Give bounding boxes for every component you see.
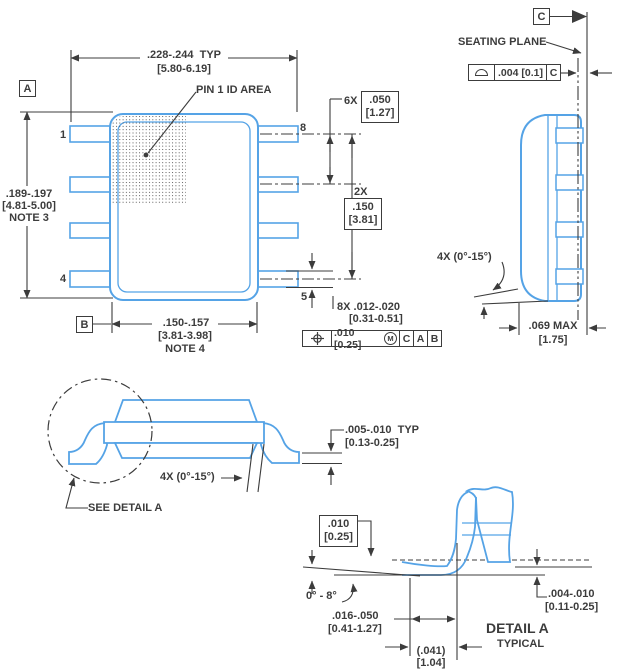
profile-tolerance-value: .004 [0.1]: [494, 65, 546, 80]
position-symbol-icon: [303, 331, 331, 346]
gauge-mm: [0.25]: [324, 531, 353, 544]
span-in: .150: [352, 201, 374, 213]
datum-b-box: B: [76, 316, 93, 333]
see-detail-a-label: SEE DETAIL A: [88, 502, 163, 514]
pitch-qty-label: 6X: [344, 95, 358, 107]
pitch-basic-dim-box: .050 [1.27]: [361, 91, 399, 124]
datum-a-box: A: [19, 80, 36, 97]
dim-lead-width-in: 8X .012-.020: [337, 301, 400, 313]
pin-number-1: 1: [60, 129, 67, 141]
position-tolerance-frame: .010 [0.25] M C A B: [302, 327, 442, 351]
tolerance-text: .010 [0.25]: [334, 326, 362, 351]
datum-ref-b: B: [427, 331, 441, 346]
span-mm: [3.81]: [348, 214, 378, 227]
detail-a-title: DETAIL A: [486, 620, 549, 636]
pin-number-4: 4: [60, 273, 67, 285]
top-view-geometry: [20, 50, 361, 333]
dim-standoff-mm: [0.11-0.25]: [545, 601, 599, 613]
pitch-in: .050: [369, 94, 391, 106]
profile-tolerance-frame: .004 [0.1] C: [468, 64, 561, 81]
span-qty-label: 2X: [353, 186, 369, 199]
pin-number-8: 8: [300, 122, 307, 134]
dim-lead-ref-mm: [1.04]: [416, 657, 446, 669]
seating-plane-label: SEATING PLANE: [458, 36, 547, 48]
dim-lead-thickness-in: .005-.010 TYP: [345, 424, 419, 436]
dim-height-max-in: .069 MAX: [528, 320, 578, 332]
dim-body-length-in: .189-.197: [0, 188, 59, 201]
dim-body-width-mm: [3.81-3.98]: [158, 330, 212, 342]
datum-c-box: C: [533, 8, 550, 25]
dim-body-length-mm: [4.81-5.00]: [0, 200, 59, 213]
gauge-plane-dim-box: .010 [0.25]: [319, 515, 358, 548]
span-basic-dim-box: .150 [3.81]: [344, 198, 382, 231]
detail-a-geometry: [302, 486, 592, 660]
dim-lead-width-mm: [0.31-0.51]: [349, 313, 403, 325]
foot-angle-label: 0° - 8°: [306, 590, 337, 602]
dim-body-width-note: NOTE 4: [165, 343, 205, 355]
dim-lead-ref-in: (.041): [416, 645, 446, 657]
dim-body-length-note: NOTE 3: [0, 212, 59, 225]
dim-standoff-in: .004-.010: [548, 588, 595, 600]
mmc-modifier-icon: M: [384, 332, 397, 345]
detail-a-subtitle: TYPICAL: [497, 638, 545, 650]
side-view-geometry: [473, 10, 612, 335]
dim-height-max-mm: [1.75]: [538, 334, 568, 346]
datum-ref-a: A: [413, 331, 427, 346]
profile-surface-symbol-icon: [469, 65, 494, 80]
side-lead-angle-label: 4X (0°-15°): [437, 251, 492, 263]
front-lead-angle-label: 4X (0°-15°): [160, 471, 215, 483]
dim-lead-thickness-mm: [0.13-0.25]: [345, 437, 399, 449]
dim-overall-width-in: .228-.244 TYP: [147, 49, 221, 61]
position-tolerance-value: .010 [0.25] M: [331, 327, 399, 351]
pin-number-5: 5: [301, 291, 308, 303]
gauge-in: .010: [327, 518, 350, 530]
dim-foot-length-in: .016-.050: [332, 610, 379, 622]
dim-body-width-in: .150-.157: [154, 317, 218, 330]
dim-foot-length-mm: [0.41-1.27]: [328, 623, 382, 635]
front-view-geometry: [47, 378, 344, 509]
datum-ref-c: C: [399, 331, 413, 346]
pin1-id-area-label: PIN 1 ID AREA: [196, 84, 272, 96]
profile-datum-ref-c: C: [546, 65, 560, 80]
pitch-mm: [1.27]: [365, 107, 395, 120]
dim-overall-width-mm: [5.80-6.19]: [157, 63, 211, 75]
